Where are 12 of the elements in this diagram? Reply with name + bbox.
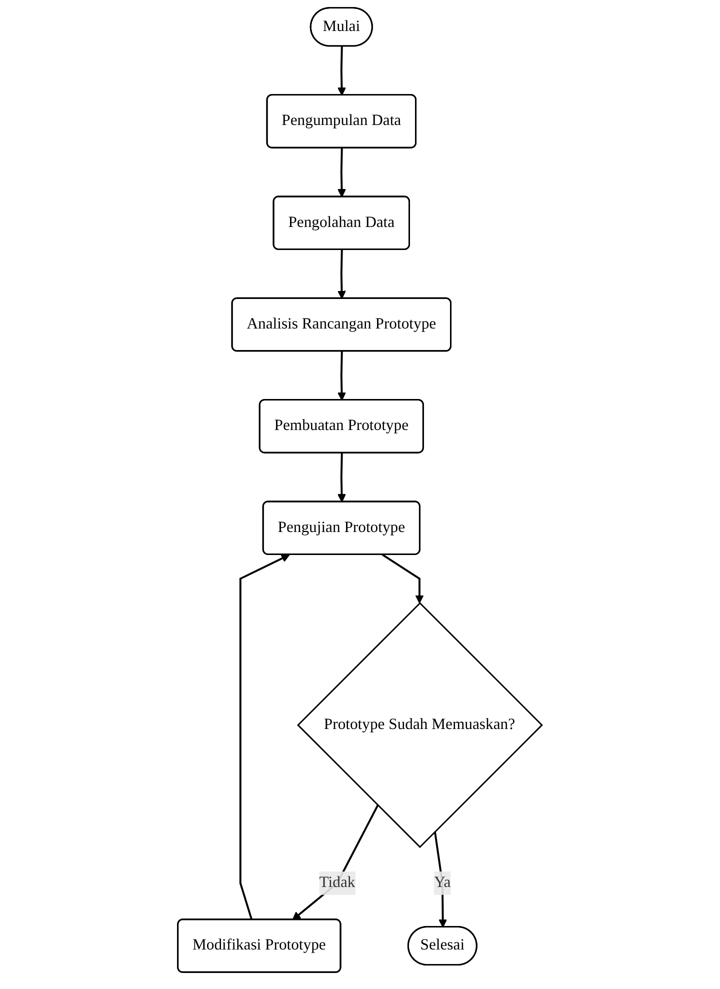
arrow [338, 250, 346, 300]
arrow [338, 46, 346, 96]
edge-label: Tidak [319, 874, 356, 892]
arrow [434, 831, 448, 928]
node-diamond: Prototype Sudah Memuaskan? [297, 602, 544, 848]
arrow [338, 453, 346, 502]
arrow [338, 148, 346, 198]
arrow [292, 804, 379, 920]
arrow [338, 351, 346, 401]
arrow [240, 554, 290, 920]
arrow [382, 554, 424, 604]
edge-label: Ya [434, 874, 451, 892]
